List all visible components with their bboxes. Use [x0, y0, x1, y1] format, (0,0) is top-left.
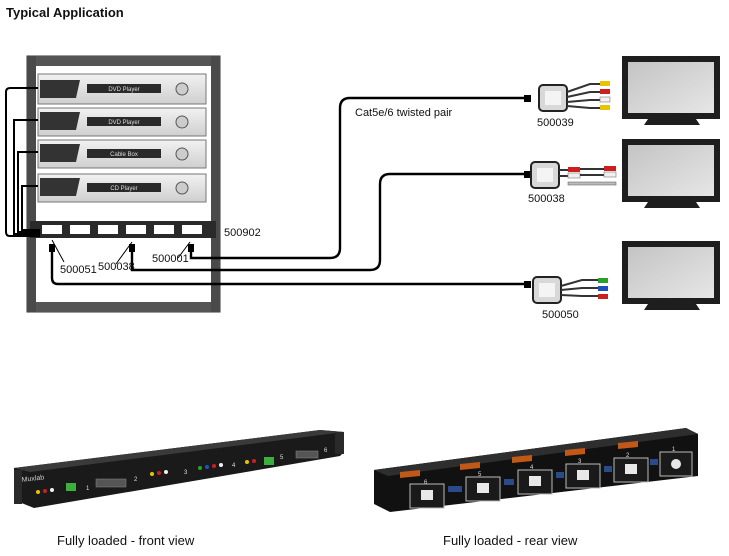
rear-view-caption: Fully loaded - rear view — [443, 533, 578, 548]
slot-number: 4 — [232, 463, 236, 469]
receiver-box — [538, 84, 568, 112]
front-view-caption: Fully loaded - front view — [57, 533, 195, 548]
rack-device: DVD Player — [37, 107, 207, 137]
page-title: Typical Application — [6, 5, 124, 20]
flat-panel-display — [622, 56, 720, 125]
rack-device: Cable Box — [37, 139, 207, 169]
component-video-tails — [560, 278, 608, 299]
receiver-part-number: 500038 — [528, 193, 565, 205]
slot-number: 6 — [424, 480, 428, 486]
receiver-box — [532, 276, 562, 304]
module-part-number: 500001 — [152, 253, 189, 265]
slot-number: 3 — [184, 470, 188, 476]
internal-cables — [5, 87, 40, 237]
slot-number: 1 — [86, 486, 90, 492]
slot-number: 1 — [672, 447, 676, 453]
slot-number: 5 — [280, 455, 284, 461]
front-view-photo: Muxlab 1 2 3 4 5 6 — [14, 430, 344, 508]
rack-device: DVD Player — [37, 73, 207, 105]
receiver-part-number: 500039 — [537, 117, 574, 129]
stereo-audio-tails — [559, 166, 617, 186]
panel-part-number: 500902 — [224, 227, 261, 239]
module-part-number: 500051 — [60, 264, 97, 276]
composite-tails — [566, 81, 611, 110]
slot-number: 3 — [578, 459, 582, 465]
patch-panel — [30, 221, 216, 238]
rear-view-photo: 6 5 4 3 2 1 — [374, 428, 698, 512]
device-label: CD Player — [110, 186, 137, 192]
brand-logo-text: Muxlab — [21, 474, 44, 484]
receiver-part-number: 500050 — [542, 309, 579, 321]
slot-number: 2 — [134, 477, 138, 483]
flat-panel-display — [622, 139, 720, 208]
flat-panel-display — [622, 241, 720, 310]
device-label: DVD Player — [108, 87, 139, 93]
cat5-cables — [50, 96, 528, 286]
module-part-number: 500038 — [98, 261, 135, 273]
slot-number: 2 — [626, 453, 630, 459]
cable-type-label: Cat5e/6 twisted pair — [355, 107, 453, 119]
slot-number: 4 — [530, 465, 534, 471]
receiver-box — [530, 161, 560, 189]
rj45-plugs — [49, 95, 531, 288]
device-label: Cable Box — [110, 152, 138, 158]
rack-device: CD Player — [37, 173, 207, 203]
device-label: DVD Player — [108, 120, 139, 126]
slot-number: 5 — [478, 472, 482, 478]
slot-number: 6 — [324, 448, 328, 454]
